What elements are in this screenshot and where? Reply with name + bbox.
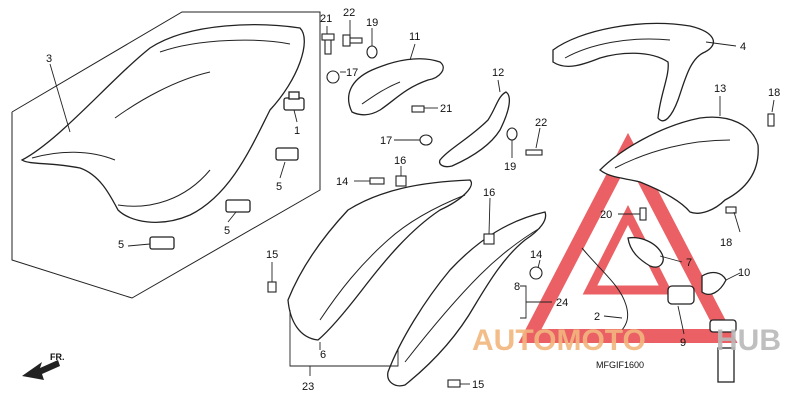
label-5b: 5 (224, 225, 230, 237)
front-direction-arrow: FR. (22, 352, 65, 380)
bolt-21b (411, 105, 425, 113)
lock-clip-10 (701, 271, 727, 295)
diagram-code: MFGIF1600 (596, 360, 644, 370)
label-10: 10 (738, 267, 750, 279)
label-14b: 14 (530, 249, 542, 261)
label-7: 7 (686, 257, 692, 269)
watermark-text: AUTOMOTO HUB (472, 324, 781, 357)
label-22a: 22 (343, 7, 355, 19)
label-22b: 22 (535, 117, 547, 129)
bolt-22b (525, 149, 543, 156)
label-8: 8 (514, 281, 520, 293)
label-6: 6 (320, 349, 326, 361)
clip-16a (395, 175, 407, 187)
washer-19b (506, 127, 518, 141)
label-23: 23 (302, 381, 314, 393)
label-21b: 21 (440, 103, 452, 115)
washer-19a (366, 45, 378, 59)
bolt-22a (342, 34, 363, 47)
watermark-left: AUTOMOTO (472, 324, 646, 357)
grab-rail-left (348, 58, 444, 116)
label-3: 3 (46, 53, 52, 65)
label-24: 24 (556, 297, 568, 309)
side-cover-right (387, 211, 547, 387)
label-1: 1 (294, 125, 300, 137)
seat-lock-bracket (627, 236, 664, 268)
leader-lines (49, 20, 775, 385)
label-19b: 19 (504, 161, 516, 173)
cushion-5c (149, 236, 175, 250)
collar-17a (326, 70, 340, 84)
label-16b: 16 (483, 187, 495, 199)
bolt-15a (267, 281, 277, 293)
seat (20, 24, 305, 223)
label-15b: 15 (472, 379, 484, 391)
bolt-14b (529, 266, 543, 280)
rear-carrier (552, 22, 715, 122)
label-21a: 21 (320, 13, 332, 25)
label-9: 9 (680, 337, 686, 349)
front-direction-label: FR. (50, 352, 65, 362)
cushion-5a (275, 147, 299, 161)
collar-17b (419, 134, 433, 146)
seat-group-outline (11, 11, 321, 299)
part-labels: 3 1 5 5 5 21 22 19 17 11 12 4 13 18 21 1… (46, 7, 780, 393)
label-17a: 17 (346, 67, 358, 79)
lock-cable (581, 247, 629, 331)
label-11: 11 (409, 31, 420, 43)
bolt-18b (725, 206, 737, 214)
label-13: 13 (714, 83, 726, 95)
cushion-1 (283, 91, 305, 111)
label-2: 2 (594, 311, 600, 323)
grab-rail-right (438, 91, 511, 168)
label-17b: 17 (380, 135, 392, 147)
label-20: 20 (600, 209, 612, 221)
watermark-right: HUB (716, 324, 781, 357)
label-14a: 14 (336, 176, 348, 188)
label-18a: 18 (768, 87, 780, 99)
bolt-18a (767, 113, 775, 127)
clip-16b (483, 233, 495, 245)
side-cover-left (287, 179, 472, 341)
label-5c: 5 (118, 239, 124, 251)
rear-cowl-center (599, 116, 759, 214)
bolt-21a (321, 33, 335, 55)
label-5a: 5 (276, 181, 282, 193)
label-18b: 18 (720, 237, 732, 249)
bolt-20 (639, 207, 647, 221)
label-4: 4 (740, 41, 746, 53)
label-15a: 15 (266, 249, 278, 261)
seat-lock-cylinder (667, 285, 737, 383)
label-12: 12 (492, 67, 504, 79)
bolt-15b (447, 379, 461, 388)
cushion-5b (225, 199, 251, 213)
label-16a: 16 (394, 155, 406, 167)
label-19a: 19 (366, 17, 378, 29)
bolt-14a (369, 177, 385, 185)
